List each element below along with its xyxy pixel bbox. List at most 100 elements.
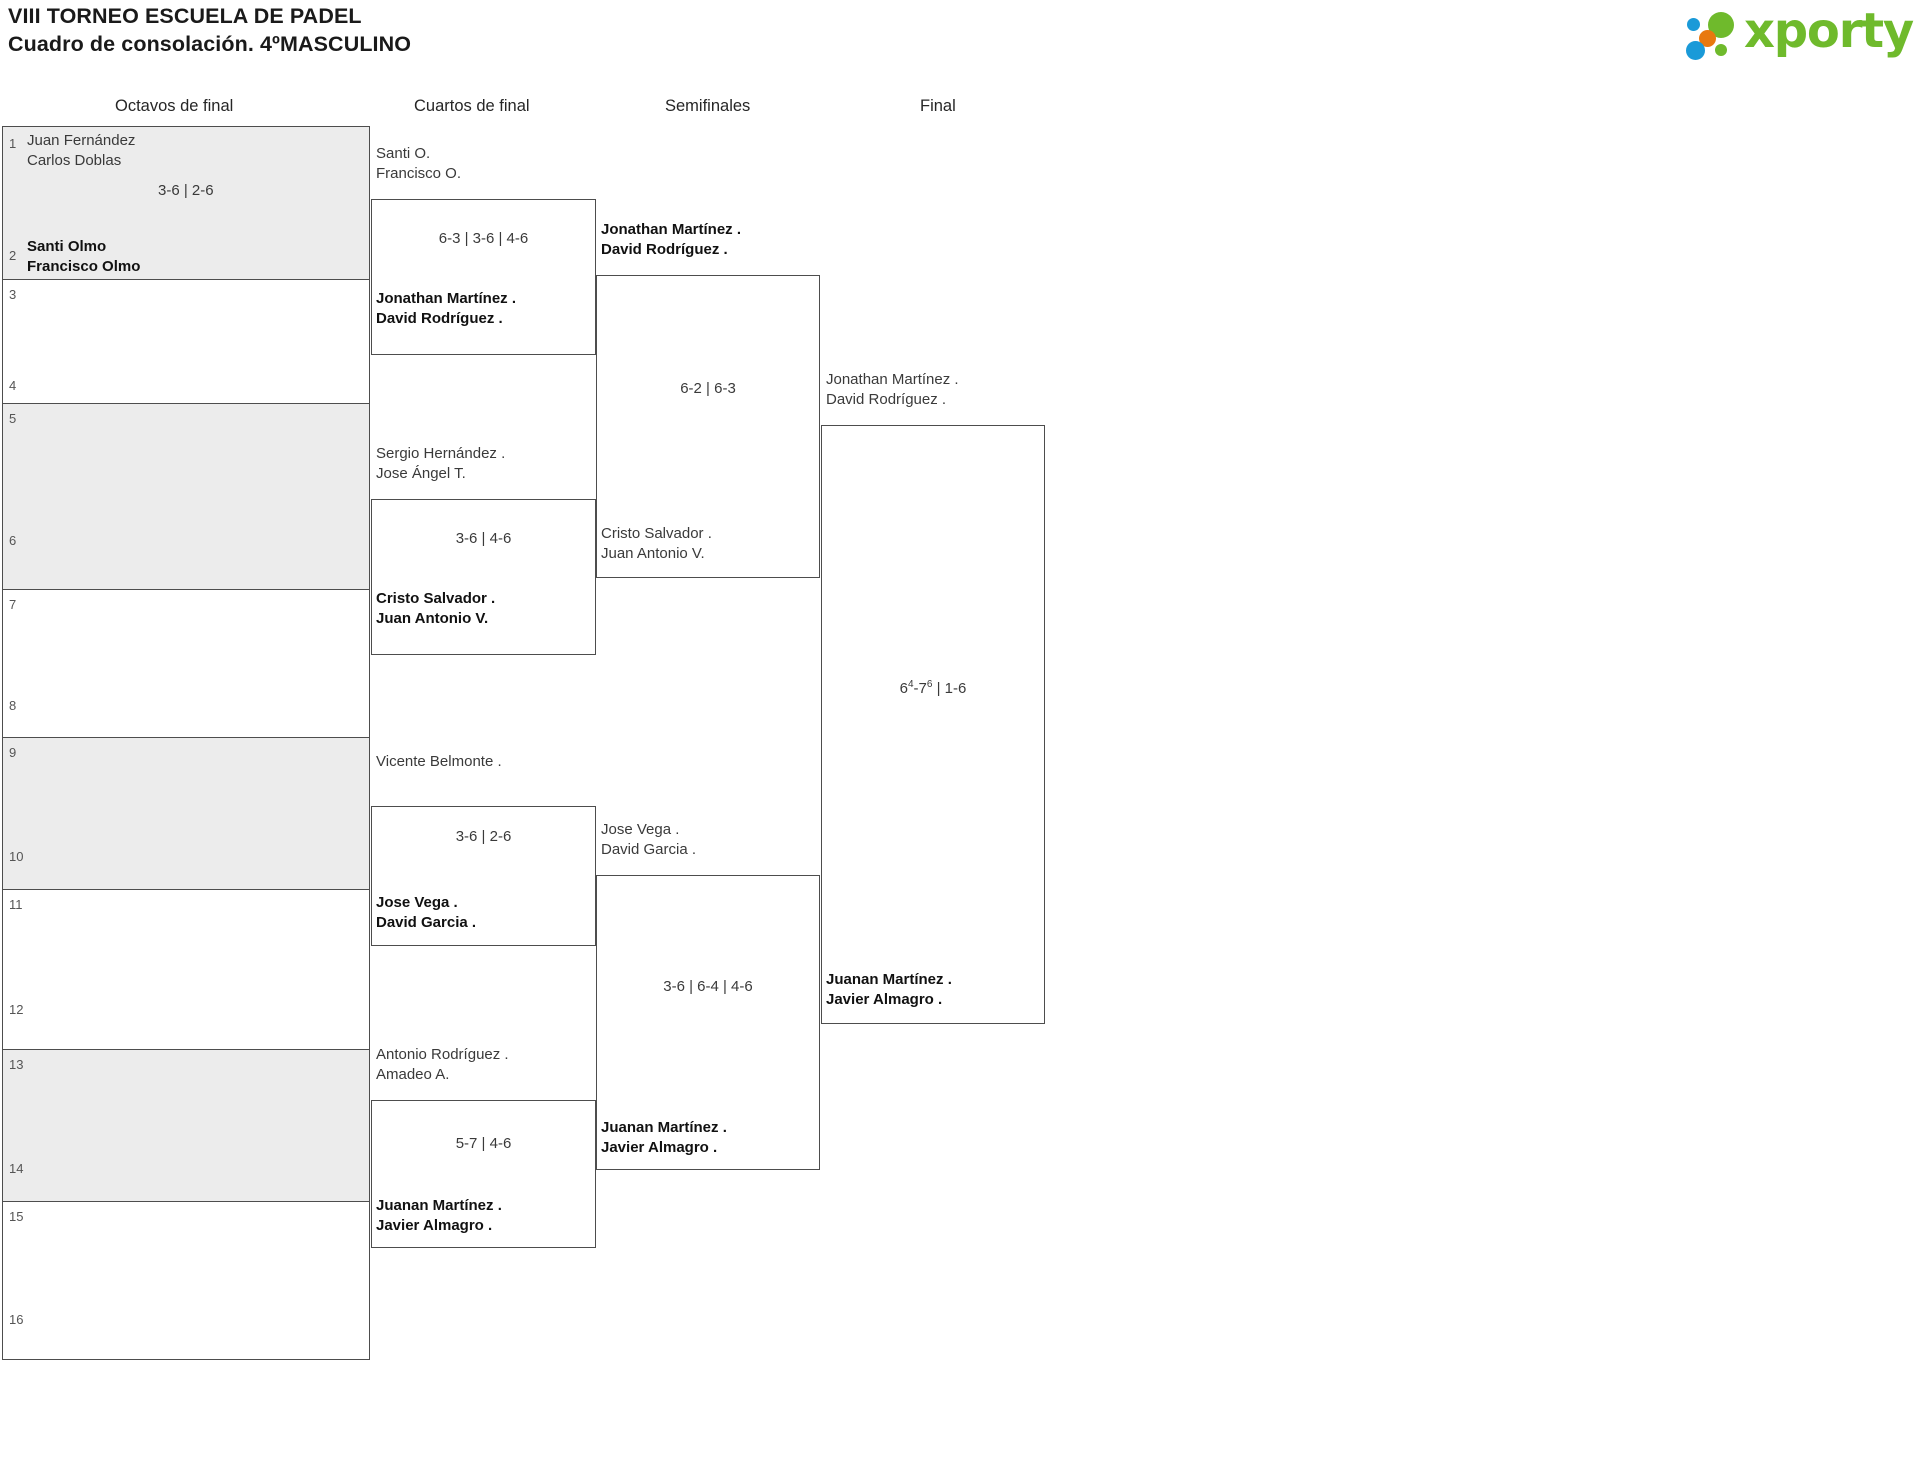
player-name: Juanan Martínez . [826, 971, 952, 988]
sf-1-top-entrant: Jonathan Martínez . David Rodríguez . [601, 220, 741, 259]
player-name: Juan Antonio V. [376, 609, 489, 627]
player-name: Carlos Doblas [27, 151, 122, 169]
tournament-subtitle: Cuadro de consolación. 4ºMASCULINO [8, 32, 412, 56]
final-score: 64-76 | 1-6 [821, 679, 1045, 698]
seed-number: 6 [9, 533, 17, 548]
qf-4-top-entrant: Antonio Rodríguez . Amadeo A. [376, 1045, 509, 1084]
r1-player-top: Juan Fernández Carlos Doblas [27, 131, 135, 170]
r1-match-6[interactable]: 11 12 [2, 890, 370, 1050]
tournament-title-block: VIII TORNEO ESCUELA DE PADEL Cuadro de c… [8, 2, 411, 58]
r1-score: 3-6 | 2-6 [158, 182, 214, 199]
qf-2-box[interactable] [371, 499, 596, 655]
r1-match-4[interactable]: 7 8 [2, 590, 370, 738]
qf-3-score: 3-6 | 2-6 [455, 828, 512, 845]
qf-3-box[interactable] [371, 806, 596, 946]
qf-2-bottom-entrant: Cristo Salvador . Juan Antonio V. [376, 589, 495, 628]
round-header-final: Final [920, 97, 956, 115]
final-top-entrant: Jonathan Martínez . David Rodríguez . [826, 370, 959, 409]
seed-number: 5 [9, 411, 17, 426]
final-score-set1-games: 6 [899, 680, 908, 697]
qf-4-bottom-entrant: Juanan Martínez . Javier Almagro . [376, 1196, 502, 1235]
player-name: Jonathan Martínez . [376, 290, 517, 307]
logo-wordmark: xporty [1744, 3, 1914, 59]
seed-number: 15 [9, 1209, 24, 1224]
seed-number: 16 [9, 1312, 24, 1327]
final-score-rest: | 1-6 [932, 680, 967, 697]
player-name: Santi Olmo [27, 238, 107, 255]
qf-2-score: 3-6 | 4-6 [455, 530, 512, 547]
player-name: Juan Antonio V. [601, 544, 705, 562]
player-name: David Rodríguez . [601, 240, 728, 258]
tournament-title: VIII TORNEO ESCUELA DE PADEL [8, 4, 362, 28]
player-name: Javier Almagro . [601, 1138, 718, 1156]
player-name: Antonio Rodríguez . [376, 1046, 509, 1063]
logo-dot-blue-small [1687, 18, 1700, 31]
player-name: David Garcia . [601, 840, 697, 858]
seed-number: 11 [9, 897, 23, 912]
r1-match-8[interactable]: 15 16 [2, 1202, 370, 1360]
xporty-logo[interactable]: xporty [1686, 3, 1914, 62]
sf-2-bottom-entrant: Juanan Martínez . Javier Almagro . [601, 1118, 727, 1157]
r1-player-bottom: Santi Olmo Francisco Olmo [27, 237, 140, 276]
player-name: Javier Almagro . [376, 1216, 493, 1234]
sf-1-score: 6-2 | 6-3 [680, 380, 736, 397]
player-name: Jose Vega . [601, 821, 680, 838]
round-header-octavos: Octavos de final [115, 97, 234, 115]
player-name: Juan Fernández [27, 132, 136, 149]
qf-1-bottom-entrant: Jonathan Martínez . David Rodríguez . [376, 289, 516, 328]
qf-1-score: 6-3 | 3-6 | 4-6 [438, 230, 529, 247]
sf-2-top-entrant: Jose Vega . David Garcia . [601, 820, 696, 859]
qf-3-bottom-entrant: Jose Vega . David Garcia . [376, 893, 476, 932]
logo-dot-blue-large [1686, 41, 1705, 60]
logo-dot-green-small [1715, 44, 1727, 56]
player-name: Cristo Salvador . [601, 525, 712, 542]
player-name: Jose Vega . [376, 894, 458, 911]
r1-match-5[interactable]: 9 10 [2, 738, 370, 890]
qf-3-top-entrant: Vicente Belmonte . [376, 752, 502, 772]
final-bottom-entrant: Juanan Martínez . Javier Almagro . [826, 970, 952, 1009]
qf-1-box[interactable] [371, 199, 596, 355]
final-box[interactable] [821, 425, 1045, 1024]
r1-match-2[interactable]: 3 4 [2, 280, 370, 404]
sf-2-score: 3-6 | 6-4 | 4-6 [663, 978, 753, 995]
final-score-set1-tiebreak-b: 6 [926, 679, 933, 690]
player-name: Francisco Olmo [27, 257, 141, 275]
seed-number: 8 [9, 698, 17, 713]
sf-1-bottom-entrant: Cristo Salvador . Juan Antonio V. [601, 524, 712, 563]
player-name: Juanan Martínez . [376, 1197, 502, 1214]
seed-number: 13 [9, 1057, 24, 1072]
seed-number: 14 [9, 1161, 24, 1176]
player-name: David Rodríguez . [826, 390, 947, 408]
player-name: David Rodríguez . [376, 309, 503, 327]
qf-2-top-entrant: Sergio Hernández . Jose Ángel T. [376, 444, 505, 483]
r1-match-3[interactable]: 5 6 [2, 404, 370, 590]
player-name: Sergio Hernández . [376, 445, 506, 462]
seed-number: 10 [9, 849, 24, 864]
player-name: Javier Almagro . [826, 990, 943, 1008]
seed-number: 12 [9, 1002, 24, 1017]
seed-number: 4 [9, 378, 17, 393]
qf-4-score: 5-7 | 4-6 [455, 1135, 512, 1152]
player-name: Santi O. [376, 145, 431, 162]
logo-dots-icon [1686, 10, 1748, 60]
logo-dot-orange [1699, 30, 1716, 47]
qf-4-box[interactable] [371, 1100, 596, 1248]
seed-number: 2 [9, 248, 17, 263]
player-name: David Garcia . [376, 913, 477, 931]
seed-number: 7 [9, 597, 17, 612]
r1-match-7[interactable]: 13 14 [2, 1050, 370, 1202]
player-name: Jonathan Martínez . [826, 371, 959, 388]
seed-number: 3 [9, 287, 17, 302]
sf-2-box[interactable] [596, 875, 820, 1170]
final-score-set1-tiebreak-a: 4 [907, 679, 914, 690]
sf-1-box[interactable] [596, 275, 820, 578]
player-name: Jose Ángel T. [376, 464, 466, 482]
r1-match-1[interactable]: 1 2 Juan Fernández Carlos Doblas 3-6 | 2… [2, 126, 370, 280]
player-name: Francisco O. [376, 164, 462, 182]
round-header-semifinales: Semifinales [665, 97, 751, 115]
player-name: Cristo Salvador . [376, 590, 496, 607]
seed-number: 9 [9, 745, 17, 760]
player-name: Jonathan Martínez . [601, 221, 742, 238]
